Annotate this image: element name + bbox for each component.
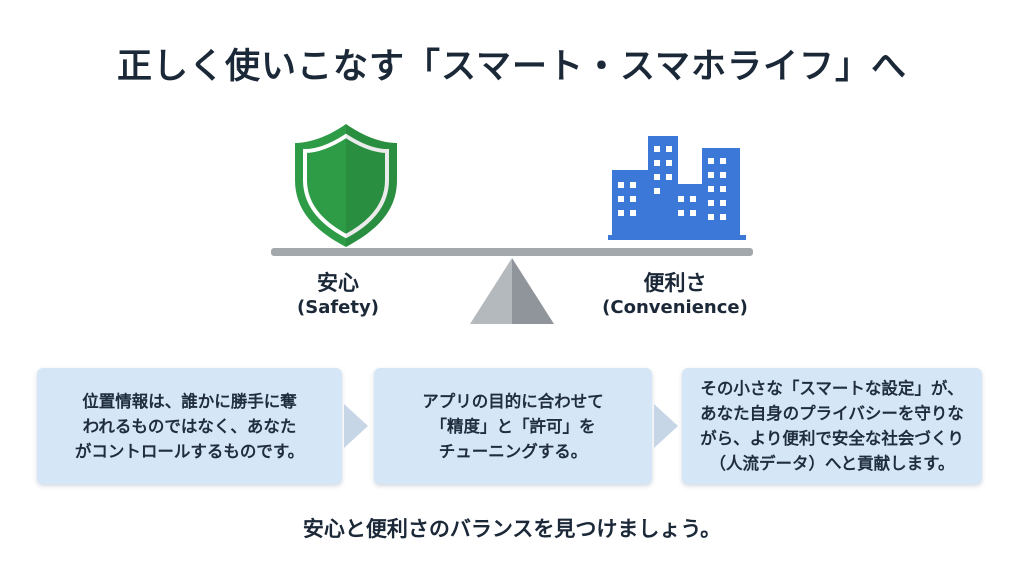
fulcrum [470, 258, 554, 324]
step-1-line: われるものではなく、あなた [82, 416, 297, 436]
step-1-line: 位置情報は、誰かに勝手に奪 [82, 391, 297, 411]
step-1-line: がコントロールするものです。 [74, 441, 305, 461]
step-3-line: その小さな「スマートな設定」が、 [700, 379, 964, 398]
step-2-line: アプリの目的に合わせて [422, 391, 604, 411]
convenience-label: 便利さ (Convenience) [590, 270, 760, 320]
step-card-2: アプリの目的に合わせて 「精度」と「許可」を チューニングする。 [374, 368, 652, 484]
safety-label-en: (Safety) [297, 297, 379, 318]
step-3-line: （人流データ）へと貢献します。 [709, 454, 955, 473]
arrow-right-icon [344, 404, 368, 448]
scale-beam [271, 248, 753, 256]
safety-label: 安心 (Safety) [268, 270, 408, 320]
step-2-line: 「精度」と「許可」を [430, 416, 596, 436]
safety-label-jp: 安心 [317, 271, 359, 295]
step-card-3: その小さな「スマートな設定」が、 あなた自身のプライバシーを守りな がら、より便… [682, 368, 982, 484]
step-card-1: 位置情報は、誰かに勝手に奪 われるものではなく、あなた がコントロールするもので… [37, 368, 342, 484]
shield-icon [295, 124, 397, 247]
step-3-line: がら、より便利で安全な社会づくり [700, 429, 964, 448]
footer-message: 安心と便利さのバランスを見つけましょう。 [302, 517, 722, 541]
convenience-label-jp: 便利さ [643, 271, 707, 295]
convenience-label-en: (Convenience) [602, 297, 748, 318]
building-windows [618, 146, 726, 220]
step-2-line: チューニングする。 [438, 441, 588, 461]
arrow-right-icon [654, 404, 678, 448]
step-3-line: あなた自身のプライバシーを守りな [700, 404, 964, 423]
page-title: 正しく使いこなす「スマート・スマホライフ」へ [117, 47, 907, 87]
buildings-icon [608, 136, 746, 240]
